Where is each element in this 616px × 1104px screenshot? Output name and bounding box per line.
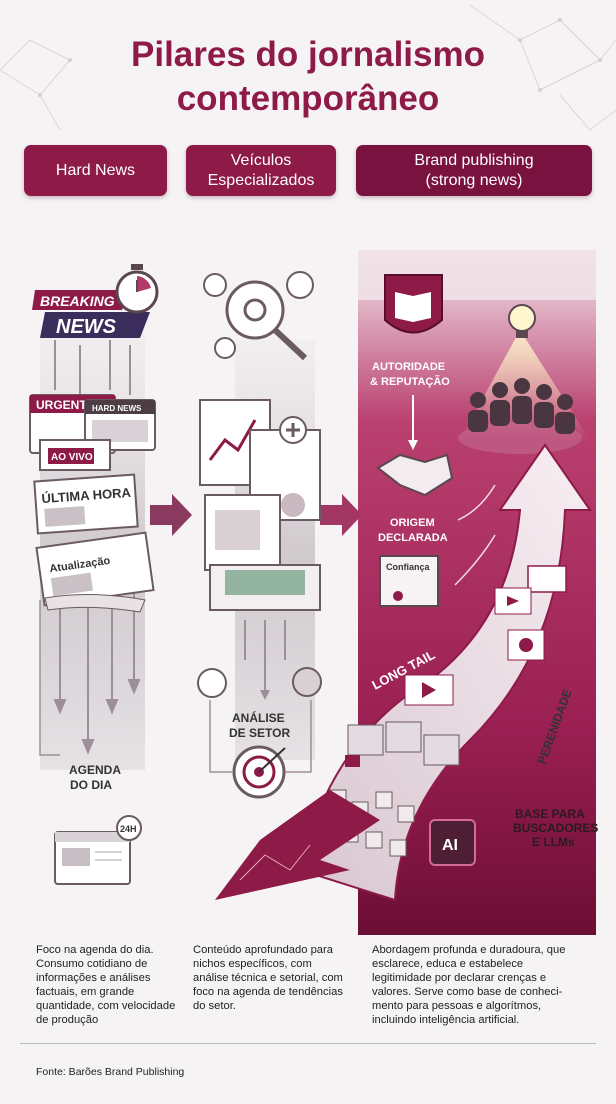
gears-magnifier-icon [203, 271, 314, 361]
news-text: NEWS [56, 316, 117, 338]
lightbulb-icon [508, 304, 536, 338]
specialized-down-arrows [244, 620, 286, 690]
origem-line1: ORIGEM [390, 517, 435, 529]
description-brand: Abordagem profunda e duradoura, que escl… [372, 944, 566, 1026]
stopwatch-icon [115, 264, 159, 314]
ao-vivo-text: AO VIVO [51, 452, 93, 463]
newspaper-stack: ÚLTIMA HORA Atualização [33, 473, 155, 613]
heading-veiculos-line2: Especializados [207, 171, 315, 189]
handshake-icon [376, 453, 454, 497]
arrow-specialized-to-brand [320, 494, 362, 536]
target-icon [232, 745, 286, 799]
ultima-hora-text: ÚLTIMA HORA [41, 485, 132, 506]
hard-news-tab-text: HARD NEWS [92, 404, 142, 413]
ai-chip-text: AI [442, 837, 458, 854]
shield-book-icon [384, 274, 443, 334]
analise-line1: ANÁLISE [232, 710, 285, 725]
heading-hard-news: Hard News [24, 145, 167, 196]
source-text: Fonte: Barões Brand Publishing [36, 1066, 185, 1078]
heading-hard-news-label: Hard News [55, 161, 136, 179]
origem-line2: DECLARADA [378, 532, 448, 544]
down-left-arrow [215, 790, 380, 900]
agenda-line1: AGENDA [69, 763, 121, 777]
breaking-news-banner: BREAKING NEWS [32, 290, 150, 338]
brain-heads-icon [197, 667, 322, 698]
heading-brand-line1: Brand publishing [414, 151, 534, 169]
divider [20, 1043, 596, 1044]
urgent-news-screens: URGENTE HARD NEWS AO VIVO [29, 394, 156, 471]
page-title-line1: Pilares do jornalismo [131, 35, 485, 74]
urgente-text: URGENTE [36, 398, 95, 412]
heading-veiculos-especializados: Veículos Especializados [186, 145, 336, 196]
ai-chip-icon: AI [429, 819, 476, 866]
browser-24h-icon: 24H [54, 815, 142, 885]
description-hard-news: Foco na agenda do dia. Consumo cotidiano… [36, 944, 176, 1026]
base-line1: BASE PARA [515, 807, 585, 821]
arrow-network-lines [239, 844, 311, 881]
arrow-hard-to-specialized [150, 494, 192, 536]
confianca-certificate-icon: Confiança [379, 555, 439, 607]
content-cards [345, 565, 567, 767]
audience-people-icon [458, 378, 582, 454]
page-title-line2: contemporâneo [176, 79, 440, 118]
base-line3: E LLMs [532, 835, 575, 849]
heading-brand-line2: (strong news) [425, 171, 523, 189]
perenidade-arrow [298, 443, 592, 902]
agenda-line2: DO DIA [70, 778, 112, 792]
report-documents-stack [199, 399, 321, 611]
analise-line2: DE SETOR [229, 726, 290, 740]
autoridade-line2: & REPUTAÇÃO [370, 375, 450, 388]
base-line2: BUSCADORES [513, 821, 598, 835]
badge-24h-text: 24H [120, 824, 137, 834]
heading-brand-publishing: Brand publishing (strong news) [356, 145, 592, 196]
breaking-text: BREAKING [40, 293, 115, 309]
autoridade-line1: AUTORIDADE [372, 361, 445, 373]
curved-arrows [454, 484, 496, 586]
description-veiculos: Conteúdo aprofundado para nichos específ… [193, 944, 343, 1012]
heading-veiculos-line1: Veículos [230, 151, 292, 169]
confianca-text: Confiança [386, 562, 431, 572]
